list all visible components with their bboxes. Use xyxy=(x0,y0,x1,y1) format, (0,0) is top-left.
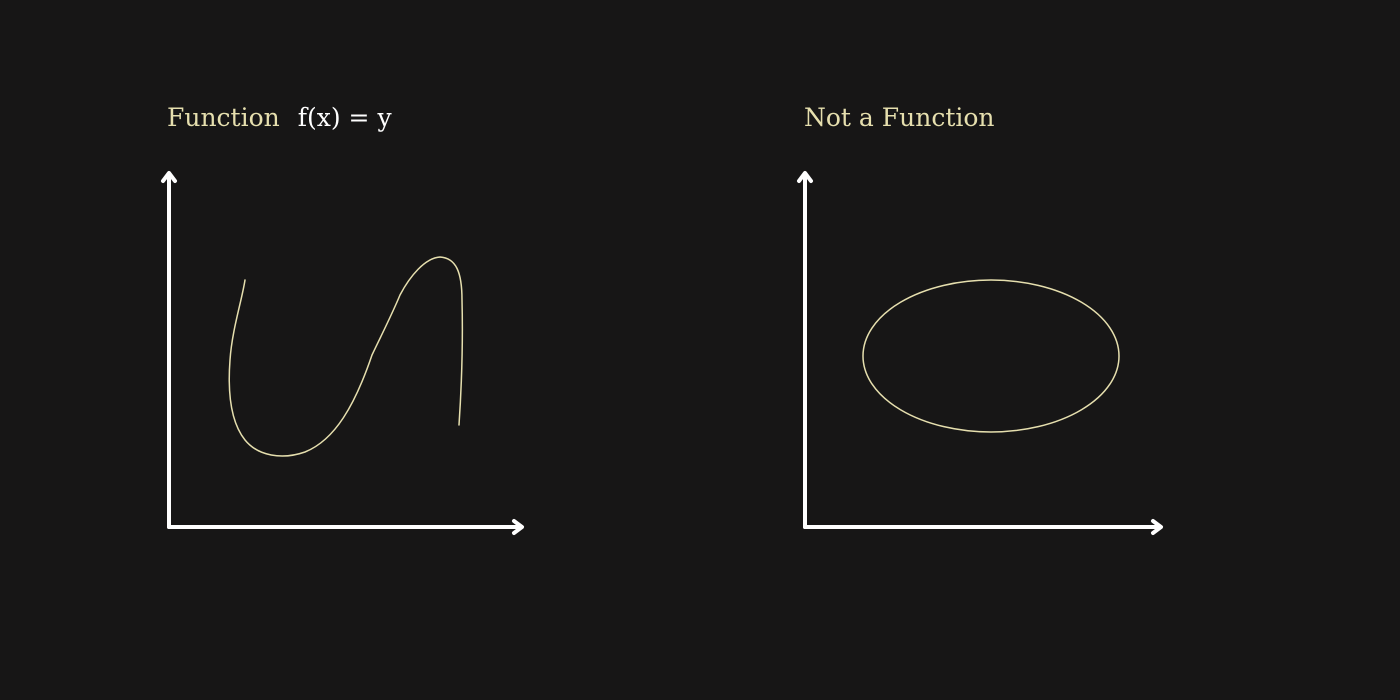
not-function-y-arrowhead xyxy=(797,171,813,183)
function-axes xyxy=(161,171,524,535)
not-function-panel-title: Not a Function xyxy=(804,102,995,134)
not-function-ellipse xyxy=(862,279,1120,433)
not-function-title: Not a Function xyxy=(804,103,995,132)
function-panel: Function f(x) = y xyxy=(161,102,524,535)
function-formula: f(x) = y xyxy=(297,103,392,132)
function-y-arrowhead xyxy=(161,171,177,183)
function-curve xyxy=(228,256,464,457)
function-x-arrowhead xyxy=(512,519,524,535)
function-diagram xyxy=(161,171,524,535)
not-function-x-arrowhead xyxy=(1151,519,1163,535)
not-function-panel: Not a Function xyxy=(700,0,1400,700)
function-panel-title: Function f(x) = y xyxy=(167,102,392,134)
not-function-axes xyxy=(797,171,1163,535)
function-title: Function xyxy=(167,103,280,132)
not-function-diagram xyxy=(797,171,1163,535)
